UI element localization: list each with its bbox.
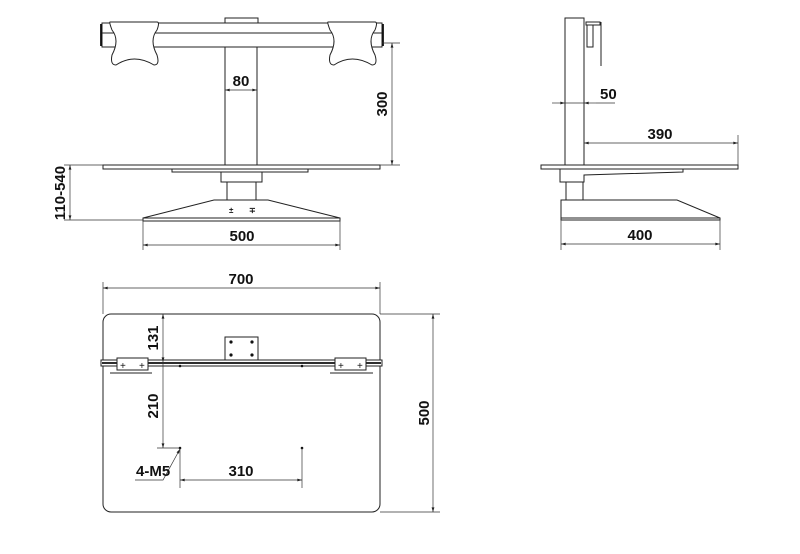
dim-column-width: 80 xyxy=(233,73,250,90)
lower-column xyxy=(226,181,257,201)
dim-desk-depth-top: 500 xyxy=(416,400,433,425)
dim-hole-offset: 210 xyxy=(145,393,162,418)
top-cap xyxy=(224,17,259,24)
lift-bracket-side xyxy=(559,168,684,183)
side-view: 50 390 400 xyxy=(540,17,739,250)
hole-spec-label: 4-M5 xyxy=(136,463,170,480)
dim-base-width: 500 xyxy=(229,228,254,245)
front-view: ± ∓ 80 300 110-540 500 xyxy=(52,17,400,250)
vesa-plate-right xyxy=(327,21,377,66)
dim-hole-spacing: 310 xyxy=(228,463,253,480)
dim-desk-width: 700 xyxy=(228,271,253,288)
column-side xyxy=(564,17,585,166)
dim-desk-depth: 390 xyxy=(647,126,672,143)
desk-surface-side xyxy=(540,164,739,170)
vesa-plate-left xyxy=(109,21,159,66)
dim-column-depth: 50 xyxy=(600,86,617,103)
svg-text:+: + xyxy=(338,361,344,372)
desk-surface xyxy=(102,164,381,170)
svg-text:+: + xyxy=(139,361,145,372)
base xyxy=(142,199,341,219)
lift-bracket xyxy=(220,171,263,183)
dim-height-range: 110-540 xyxy=(52,166,69,220)
column xyxy=(224,46,258,166)
svg-text:∓: ∓ xyxy=(249,206,256,215)
base-side xyxy=(560,199,721,219)
dim-bar-offset: 131 xyxy=(145,325,162,350)
top-view: 700 500 + + + + 131 210 310 4-M5 xyxy=(100,271,440,513)
svg-text:+: + xyxy=(120,361,126,372)
dim-base-depth: 400 xyxy=(627,227,652,244)
svg-text:±: ± xyxy=(229,206,234,215)
mount-plate xyxy=(224,336,259,361)
svg-text:+: + xyxy=(357,361,363,372)
dim-arm-height: 300 xyxy=(374,91,391,116)
